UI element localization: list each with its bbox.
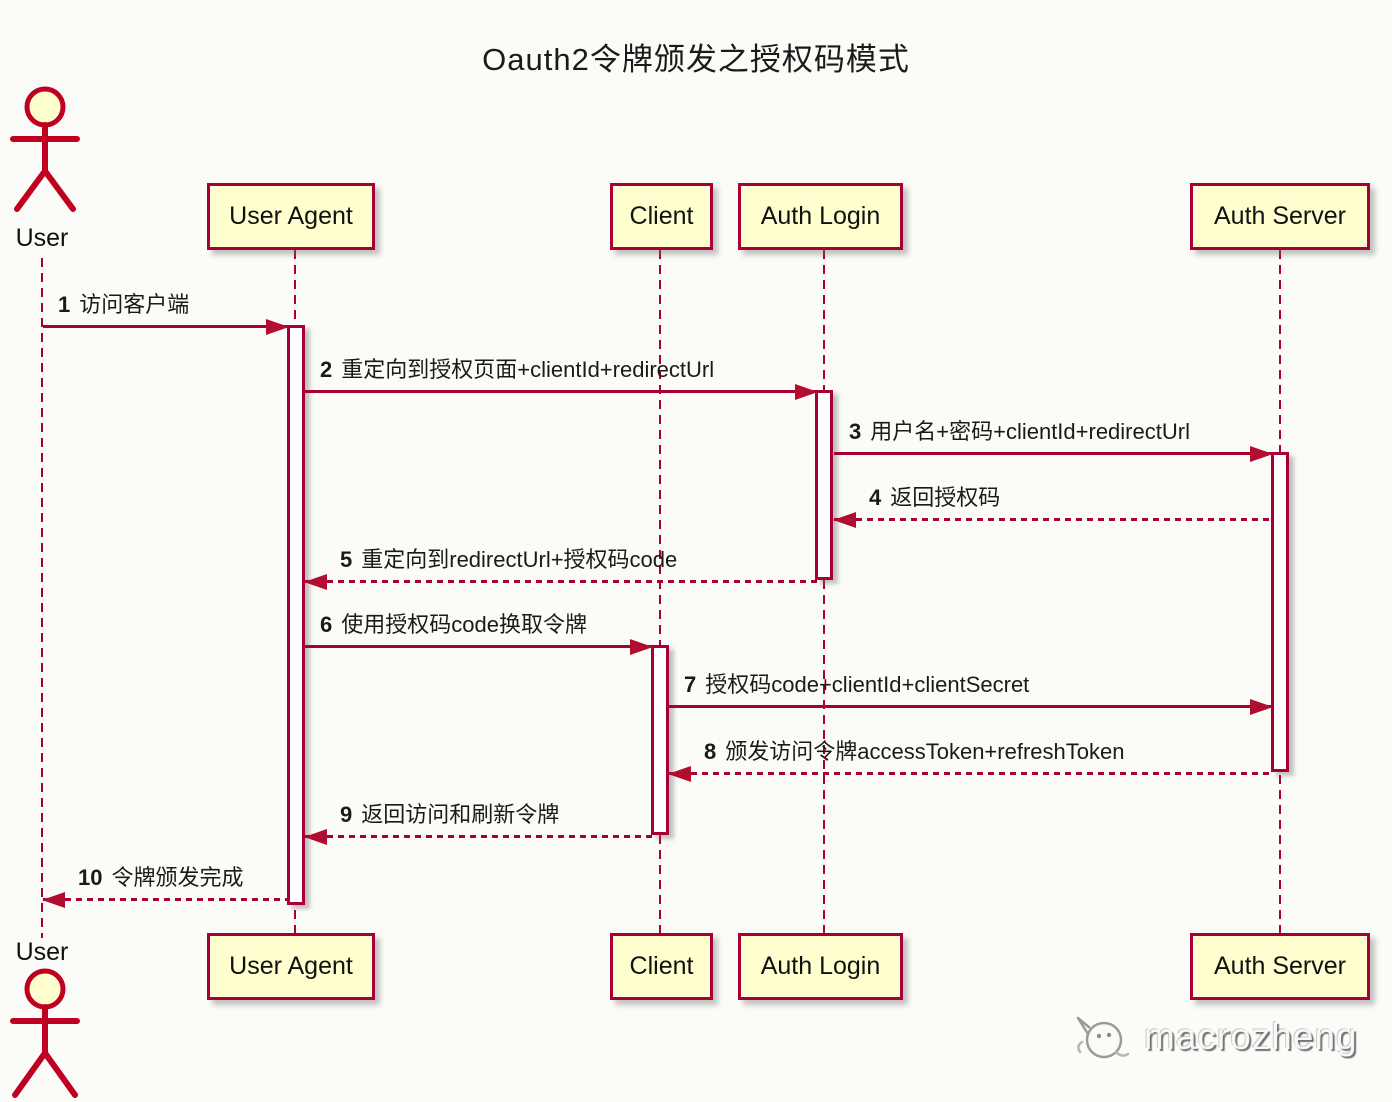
message-line [305,580,817,583]
participant-box-auth-server-top: Auth Server [1190,183,1370,250]
message-line [305,835,652,838]
lifeline-user [41,258,43,938]
activation-bar-client [651,645,669,835]
arrowhead-icon [795,384,818,400]
participant-box-user-agent-bottom: User Agent [207,933,375,1000]
participant-label: Auth Login [760,202,881,230]
arrowhead-icon [42,892,65,908]
message-line [669,772,1272,775]
user-actor-label-bottom: User [15,938,69,966]
arrowhead-icon [668,766,691,782]
diagram-title: Oauth2令牌颁发之授权码模式 [482,42,910,77]
watermark-text: macrozheng [1144,1016,1358,1057]
participant-label: Auth Login [760,952,881,980]
message-line [834,518,1272,521]
participant-label: Client [629,952,694,980]
user-actor-label: User [15,224,69,252]
participant-label: Auth Server [1213,202,1346,230]
participant-box-client-top: Client [610,183,713,250]
arrowhead-icon [1250,446,1273,462]
message-line [305,390,817,393]
participant-box-auth-login-top: Auth Login [738,183,903,250]
activation-bar-user-agent [287,325,305,905]
arrowhead-icon [304,829,327,845]
message-line [305,645,652,648]
participant-label: User Agent [229,202,353,230]
participant-box-client-bottom: Client [610,933,713,1000]
participant-box-auth-login-bottom: Auth Login [738,933,903,1000]
lifeline-client [659,250,661,933]
message-line [834,452,1272,455]
arrowhead-icon [304,574,327,590]
participant-box-user-agent-top: User Agent [207,183,375,250]
user-actor-icon [10,86,80,212]
message-line [43,898,288,901]
arrowhead-icon [1250,699,1273,715]
watermark: macrozheng [1068,1008,1358,1066]
activation-bar-auth-login [815,390,833,580]
participant-box-auth-server-bottom: Auth Server [1190,933,1370,1000]
lifeline-auth-login [823,250,825,933]
arrowhead-icon [833,512,856,528]
message-line [669,705,1272,708]
arrowhead-icon [630,639,653,655]
participant-label: Auth Server [1213,952,1346,980]
activation-bar-auth-server [1271,452,1289,772]
participant-label: User Agent [229,952,353,980]
message-line [43,325,288,328]
user-actor-icon-bottom [10,968,80,1098]
participant-label: Client [629,202,694,230]
arrowhead-icon [266,319,289,335]
macrozheng-logo-icon [1076,1016,1130,1059]
